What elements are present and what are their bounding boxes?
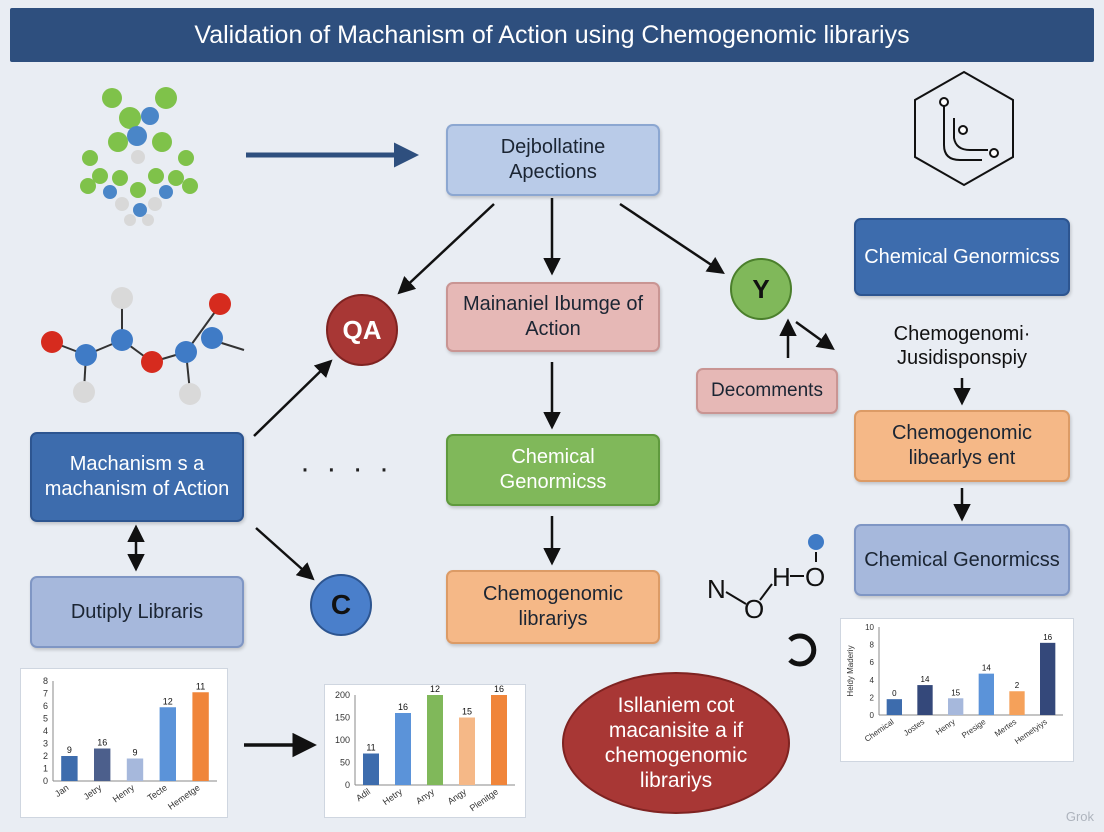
y-tick-label: 8 [870, 641, 875, 650]
circle-c: C [310, 574, 372, 636]
data-label: 15 [951, 688, 960, 697]
box-top-center: Dejbollatine Apections [446, 124, 660, 196]
category-label: Jostes [902, 717, 926, 738]
data-label: 15 [462, 707, 472, 717]
category-label: Plenitge [468, 786, 500, 813]
y-tick-label: 4 [43, 726, 48, 736]
circle-y: Y [730, 258, 792, 320]
category-label: Hetry [381, 786, 405, 807]
category-label: Jetry [82, 782, 104, 802]
bar [459, 717, 475, 785]
bar-chart-left: 0123456789Jan16Jetry9Henry12Tecte11Hemet… [20, 668, 228, 818]
bar [395, 713, 411, 785]
box-mechanism-action: Mainaniel Ibumge of Action [446, 282, 660, 352]
y-tick-label: 150 [335, 713, 350, 723]
box-mechanism-left: Machanism s a machanism of Action [30, 432, 244, 522]
y-tick-label: 5 [43, 714, 48, 724]
y-tick-label: 6 [43, 701, 48, 711]
y-tick-label: 1 [43, 764, 48, 774]
y-tick-label: 200 [335, 690, 350, 700]
data-label: 0 [892, 689, 897, 698]
bar [886, 699, 902, 715]
y-tick-label: 8 [43, 676, 48, 686]
y-tick-label: 2 [870, 693, 875, 702]
atom-o1: O [744, 594, 765, 624]
ellipsis-dots: · · · · [300, 452, 393, 485]
box-dutiply-libraries: Dutiply Libraris [30, 576, 244, 648]
ball-stick-molecule-icon [41, 287, 245, 405]
bar [491, 695, 507, 785]
bar [1009, 691, 1025, 715]
circle-qa: QA [326, 294, 398, 366]
data-label: 16 [97, 738, 107, 748]
data-label: 16 [398, 702, 408, 712]
box-chemical-genomics-right-bottom: Chemical Genormicss [854, 524, 1070, 596]
data-label: 9 [67, 745, 72, 755]
y-axis-label: Heldy Maderiy [846, 645, 855, 696]
bar [1040, 642, 1056, 715]
data-label: 16 [494, 684, 504, 694]
y-tick-label: 10 [865, 623, 874, 632]
bar [159, 707, 176, 781]
bar [978, 673, 994, 715]
bar [61, 756, 78, 781]
category-label: Presige [960, 717, 988, 740]
category-label: Tecte [146, 782, 169, 803]
atom-h: H [772, 562, 791, 592]
y-tick-label: 0 [870, 711, 875, 720]
data-label: 12 [163, 696, 173, 706]
category-label: Hemetge [166, 782, 202, 811]
atom-o2: O [805, 562, 826, 592]
data-label: 14 [982, 664, 991, 673]
category-label: Jan [53, 782, 71, 799]
category-label: Henry [934, 717, 957, 737]
category-label: Anyy [414, 786, 437, 806]
atom-n: N [707, 574, 726, 604]
data-label: 11 [196, 681, 205, 691]
text-chemogenomic-justify: Chemogenomi· Jusidisponspiy [893, 323, 1031, 369]
watermark: Grok [1065, 809, 1094, 824]
y-tick-label: 3 [43, 739, 48, 749]
category-label: Chemical [863, 717, 896, 744]
bar [948, 698, 964, 715]
category-label: Mertes [993, 717, 1018, 738]
bar [126, 758, 144, 781]
category-label: Adil [354, 786, 372, 803]
box-chemogenomic-libraries-right: Chemogenomic libearlys ent [854, 410, 1070, 482]
category-label: Henry [111, 782, 137, 804]
category-label: Hemetyiys [1013, 717, 1049, 746]
data-label: 16 [1043, 633, 1052, 642]
box-chemogenomic-libraries-center: Chemogenomic librariys [446, 570, 660, 644]
data-label: 9 [132, 748, 137, 758]
oval-summary: Isllaniem cot macanisite a if chemogenom… [562, 672, 790, 814]
no-h-molecule-icon [725, 534, 824, 667]
box-chemical-genomics-right-top: Chemical Genormicss [854, 218, 1070, 296]
box-decomments: Decomments [696, 368, 838, 414]
molecule-cluster-icon [80, 87, 198, 226]
y-tick-label: 0 [345, 780, 350, 790]
bar [917, 685, 933, 715]
data-label: 11 [366, 743, 375, 753]
bar [192, 692, 209, 781]
page-title: Validation of Machanism of Action using … [10, 8, 1094, 62]
box-chemical-genomics-center: Chemical Genormicss [446, 434, 660, 506]
data-label: 2 [1015, 681, 1020, 690]
data-label: 12 [430, 684, 440, 694]
bar [94, 748, 111, 781]
y-tick-label: 7 [43, 689, 48, 699]
bar [363, 753, 379, 785]
hexagon-structure-icon [914, 70, 1014, 187]
y-tick-label: 100 [335, 735, 350, 745]
data-label: 14 [921, 675, 930, 684]
y-tick-label: 2 [43, 751, 48, 761]
category-label: Angy [446, 786, 469, 806]
bar [427, 695, 443, 785]
y-tick-label: 0 [43, 776, 48, 786]
y-tick-label: 4 [870, 676, 875, 685]
y-tick-label: 50 [340, 758, 350, 768]
y-tick-label: 6 [870, 658, 875, 667]
